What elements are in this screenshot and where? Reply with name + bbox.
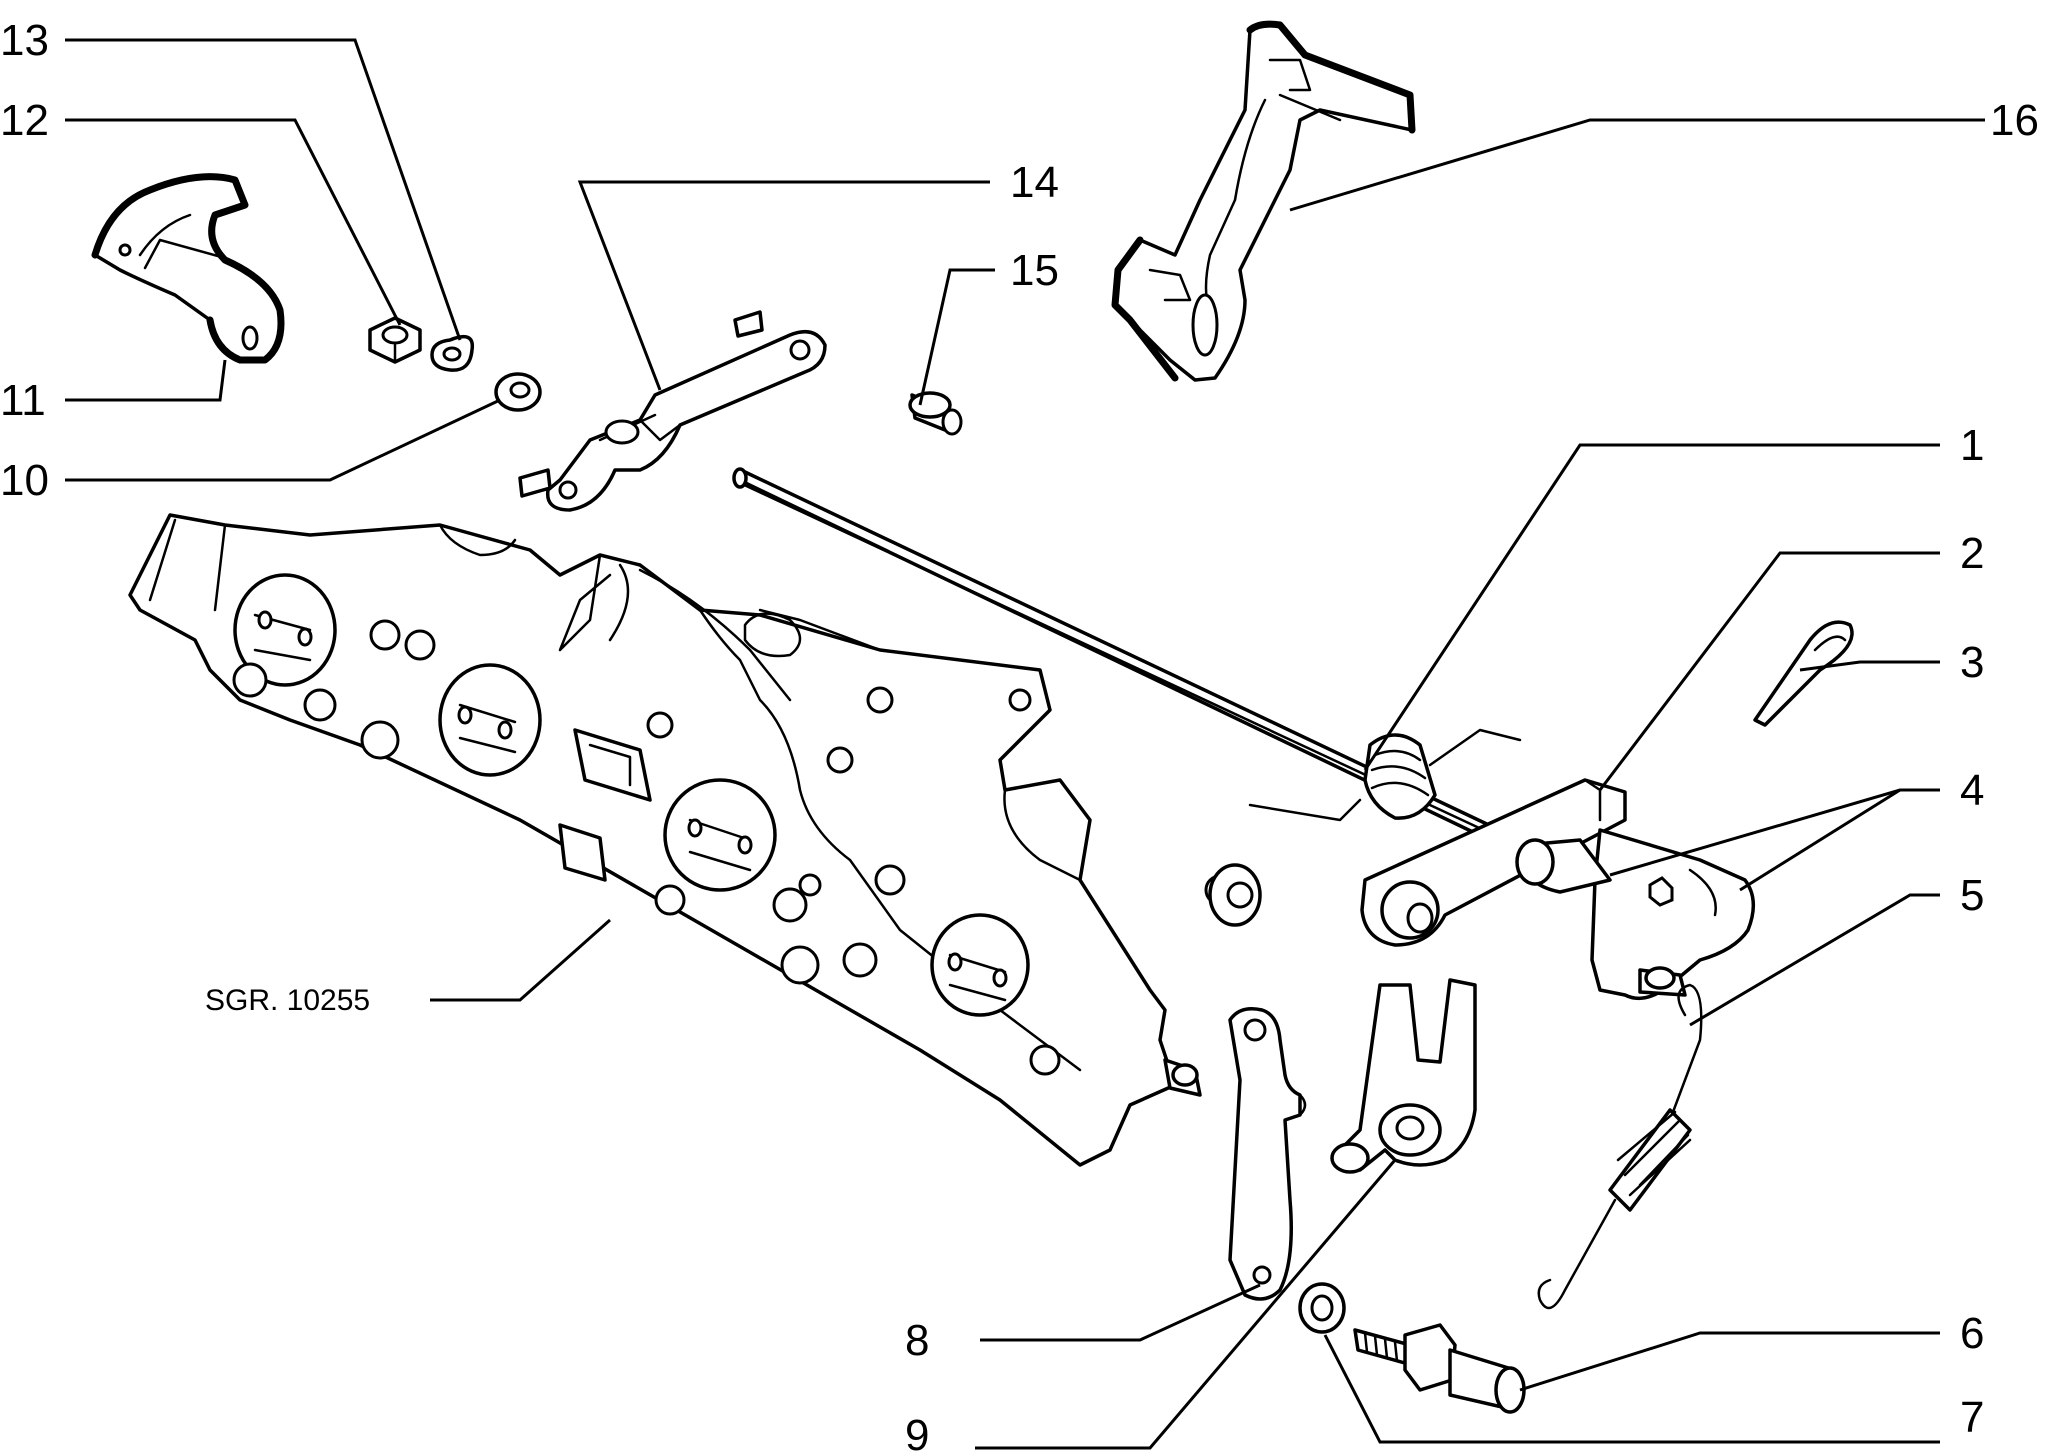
part-13-split-washer	[430, 334, 475, 372]
callout-7: 7	[1960, 1393, 1984, 1442]
part-4-bell-crank	[1515, 828, 1755, 1001]
part-12-nut	[368, 316, 422, 364]
part-11-bracket	[91, 173, 285, 364]
callout-14: 14	[1010, 158, 1059, 207]
callout-15: 15	[1010, 246, 1059, 295]
part-2-main-lever	[1360, 778, 1627, 947]
part-3-cotter-pin	[1753, 620, 1854, 727]
callout-9: 9	[905, 1411, 929, 1456]
part-10-washer	[494, 372, 542, 412]
callout-8: 8	[905, 1316, 929, 1365]
part-7-washer	[1298, 1282, 1346, 1334]
part-5-spring	[1537, 983, 1703, 1310]
part-6-stud-bolt	[1353, 1323, 1526, 1414]
callout-3: 3	[1960, 638, 1984, 687]
callout-6: 6	[1960, 1309, 1984, 1358]
callout-4: 4	[1960, 766, 1984, 815]
callout-10: 10	[0, 456, 49, 505]
callout-2: 2	[1960, 529, 1984, 578]
part-16-bracket	[1111, 20, 1416, 382]
callout-16: 16	[1990, 96, 2039, 145]
part-14-lever	[518, 310, 827, 512]
part-8-flat-lever	[1228, 1007, 1307, 1301]
callout-labels: 1 2 3 4 5 6 7 8 9 10 11 12 13 14 15 16 S…	[0, 16, 2039, 1456]
reference-code: SGR. 10255	[205, 984, 370, 1017]
part-15-bushing	[908, 391, 963, 436]
callout-1: 1	[1960, 421, 1984, 470]
callout-5: 5	[1960, 871, 1984, 920]
part-1-shaft-spring	[732, 467, 1522, 847]
callout-13: 13	[0, 16, 49, 65]
intake-manifold-assembly	[128, 513, 1262, 1167]
part-9-forked-lever	[1330, 978, 1477, 1174]
callout-12: 12	[0, 96, 49, 145]
callout-11: 11	[0, 376, 46, 425]
leader-lines	[65, 38, 1985, 1450]
